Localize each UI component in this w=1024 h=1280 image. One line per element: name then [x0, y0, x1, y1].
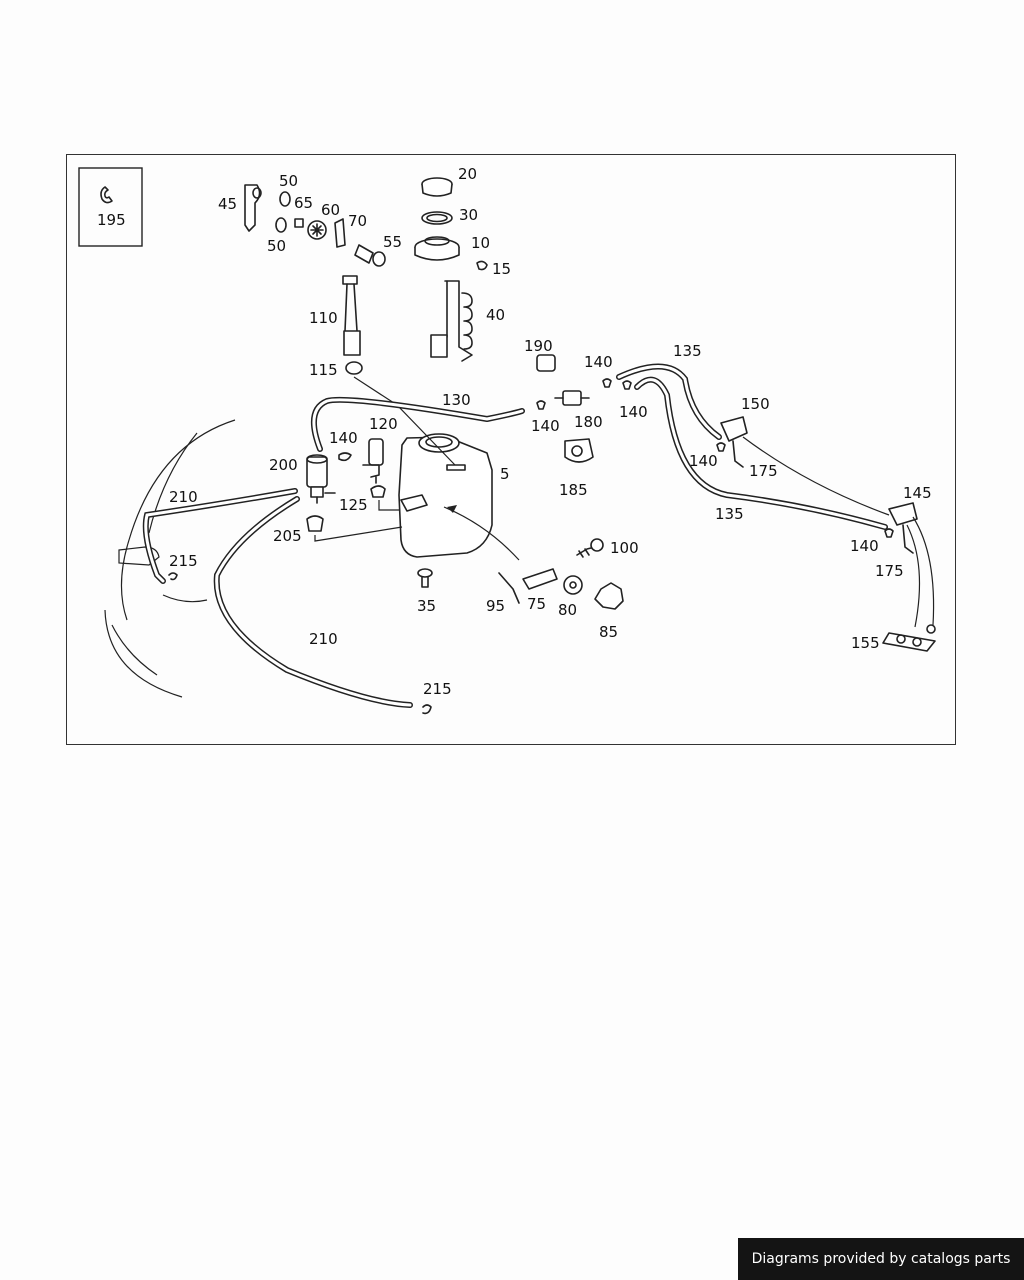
- label-85: 85: [599, 623, 618, 641]
- label-150: 150: [741, 395, 770, 413]
- label-50b: 50: [267, 237, 286, 255]
- sensor-45: [244, 184, 386, 267]
- washer-reservoir: [398, 433, 520, 561]
- label-215a: 215: [169, 552, 198, 570]
- car-body-outline: [104, 419, 236, 698]
- connector-155: [882, 624, 936, 652]
- label-130: 130: [442, 391, 471, 409]
- label-135b: 135: [715, 505, 744, 523]
- parts-diagram: 195 5 10 15 20 30 35 40 45 50 50 55 60 6…: [78, 165, 936, 715]
- label-125: 125: [339, 496, 368, 514]
- label-5: 5: [500, 465, 510, 483]
- check-valve-180: [536, 354, 632, 463]
- label-35: 35: [417, 597, 436, 615]
- mounting-hardware: [498, 538, 624, 610]
- label-120: 120: [369, 415, 398, 433]
- inset-box: [78, 167, 143, 247]
- hose-130: [310, 396, 525, 452]
- label-140c: 140: [531, 417, 560, 435]
- level-sensor: [430, 280, 473, 362]
- label-55: 55: [383, 233, 402, 251]
- label-175a: 175: [749, 462, 778, 480]
- label-185: 185: [559, 481, 588, 499]
- label-65: 65: [294, 194, 313, 212]
- washer-nozzle-150: [716, 416, 890, 516]
- label-10: 10: [471, 234, 490, 252]
- label-210b: 210: [309, 630, 338, 648]
- filler-cap-assembly: [414, 177, 488, 271]
- parts-diagram-frame: 195 5 10 15 20 30 35 40 45 50 50 55 60 6…: [66, 154, 956, 745]
- clip-icon: [100, 186, 113, 204]
- label-195: 195: [97, 211, 126, 229]
- label-40: 40: [486, 306, 505, 324]
- footer-attribution: Diagrams provided by catalogs parts: [738, 1238, 1024, 1280]
- part-labels: 195 5 10 15 20 30 35 40 45 50 50 55 60 6…: [97, 165, 932, 698]
- label-200: 200: [269, 456, 298, 474]
- label-15: 15: [492, 260, 511, 278]
- label-115: 115: [309, 361, 338, 379]
- label-60: 60: [321, 201, 340, 219]
- label-100: 100: [610, 539, 639, 557]
- label-50a: 50: [279, 172, 298, 190]
- label-210a: 210: [169, 488, 198, 506]
- label-140e: 140: [689, 452, 718, 470]
- clip-215a: [168, 572, 178, 581]
- label-215b: 215: [423, 680, 452, 698]
- label-20: 20: [458, 165, 477, 183]
- clip-215b: [422, 704, 432, 715]
- label-145: 145: [903, 484, 932, 502]
- label-135a: 135: [673, 342, 702, 360]
- hose-210: [142, 488, 432, 715]
- hose-135: [616, 363, 888, 530]
- pump-120: [362, 438, 384, 484]
- label-140b: 140: [584, 353, 613, 371]
- label-180: 180: [574, 413, 603, 431]
- washer-pump-200: [306, 452, 352, 504]
- label-75: 75: [527, 595, 546, 613]
- label-205: 205: [273, 527, 302, 545]
- grommet-125: [370, 485, 399, 511]
- grommet-205: [306, 515, 403, 542]
- label-190: 190: [524, 337, 553, 355]
- label-175b: 175: [875, 562, 904, 580]
- plug-35: [417, 568, 433, 588]
- label-155: 155: [851, 634, 880, 652]
- label-95: 95: [486, 597, 505, 615]
- label-140a: 140: [329, 429, 358, 447]
- label-70: 70: [348, 212, 367, 230]
- label-140d: 140: [619, 403, 648, 421]
- label-80: 80: [558, 601, 577, 619]
- label-140f: 140: [850, 537, 879, 555]
- washer-nozzle-145: [884, 502, 935, 628]
- label-30: 30: [459, 206, 478, 224]
- label-110: 110: [309, 309, 338, 327]
- label-45: 45: [218, 195, 237, 213]
